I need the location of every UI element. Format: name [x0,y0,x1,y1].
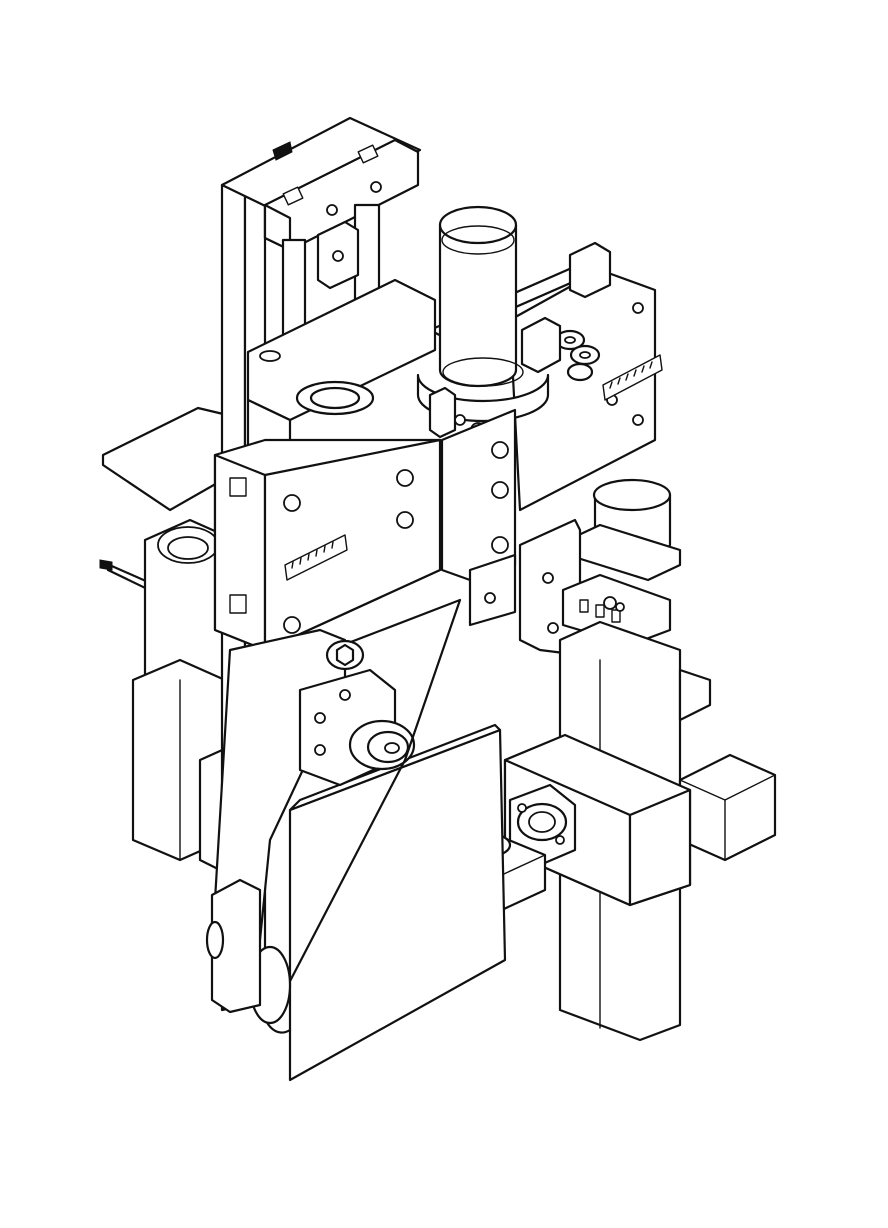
slide-rail [440,408,517,627]
pneumatic-cylinder [438,205,518,388]
front-sheet-plate [288,723,507,1082]
timing-pulley [348,719,416,771]
lower-arm-plate [205,878,262,1014]
clamp-block [316,220,360,290]
top-frame [220,116,422,252]
front-mounting-plate [213,438,442,652]
small-top-motor [566,478,682,582]
pneumatic-fittings [554,329,601,382]
stepper-motor-right [678,753,777,862]
link-bolt [325,639,365,671]
horizontal-actuator [503,733,692,907]
